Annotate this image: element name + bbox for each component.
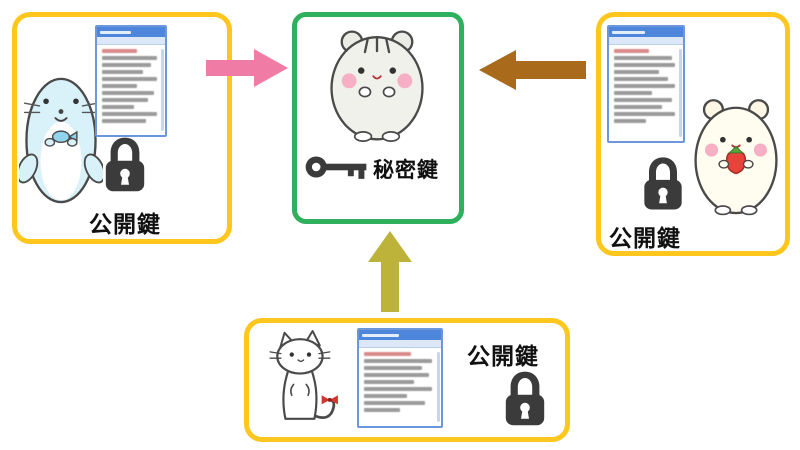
blurred-text-line xyxy=(102,56,158,60)
blurred-text-line xyxy=(102,98,149,102)
blurred-text-line xyxy=(102,84,137,88)
blurred-text-line xyxy=(614,112,675,116)
arrow-bottom-to-center xyxy=(364,228,416,314)
seal-character xyxy=(19,57,103,209)
browser-toolbar xyxy=(359,340,441,348)
browser-content xyxy=(609,45,683,141)
padlock-icon xyxy=(501,369,549,427)
blurred-text-line xyxy=(102,70,143,74)
hamster-character xyxy=(325,27,429,143)
key-icon xyxy=(303,151,369,183)
browser-content xyxy=(97,45,165,135)
public-key-box-left: 公開鍵 xyxy=(12,12,232,244)
browser-title-bar xyxy=(609,27,683,37)
arrow-right-to-center xyxy=(476,46,588,94)
blurred-text-line xyxy=(102,119,146,123)
blurred-text-line xyxy=(364,380,415,384)
blurred-text-line xyxy=(614,119,646,123)
browser-toolbar xyxy=(97,37,165,45)
hamster-with-strawberry-character xyxy=(689,83,783,219)
public-key-label: 公開鍵 xyxy=(609,225,681,251)
public-key-box-right: 公開鍵 xyxy=(596,12,790,256)
cat-character xyxy=(261,327,347,431)
browser-title-bar xyxy=(97,27,165,37)
public-key-label: 公開鍵 xyxy=(89,211,161,237)
browser-window xyxy=(607,25,685,143)
blurred-text-line xyxy=(614,77,669,81)
browser-scrollbar xyxy=(679,49,682,137)
public-key-box-bottom: 公開鍵 xyxy=(244,318,570,442)
browser-window xyxy=(357,328,443,428)
blurred-text-line xyxy=(364,401,426,405)
browser-title-text xyxy=(612,30,646,34)
arrow-left-to-center xyxy=(204,46,290,90)
blurred-text-line xyxy=(614,49,650,53)
browser-title-text xyxy=(362,333,399,337)
secret-key-label: 秘密鍵 xyxy=(373,159,439,182)
blurred-text-line xyxy=(614,91,653,95)
padlock-icon xyxy=(639,155,687,211)
browser-content xyxy=(359,348,441,426)
secret-key-box-center: 秘密鍵 xyxy=(292,12,464,224)
blurred-text-line xyxy=(614,84,675,88)
blurred-text-line xyxy=(614,105,662,109)
browser-toolbar xyxy=(609,37,683,45)
blurred-text-line xyxy=(614,63,675,67)
blurred-text-line xyxy=(364,373,429,377)
blurred-text-line xyxy=(614,56,672,60)
blurred-text-line xyxy=(102,49,137,53)
blurred-text-line xyxy=(614,70,659,74)
blurred-text-line xyxy=(364,394,408,398)
public-key-label: 公開鍵 xyxy=(467,343,539,369)
blurred-text-line xyxy=(364,408,400,412)
blurred-text-line xyxy=(102,91,155,95)
blurred-text-line xyxy=(102,112,158,116)
blurred-text-line xyxy=(102,105,134,109)
browser-title-bar xyxy=(359,330,441,340)
browser-window xyxy=(95,25,167,137)
blurred-text-line xyxy=(364,359,433,363)
blurred-text-line xyxy=(364,366,422,370)
padlock-icon xyxy=(101,135,149,193)
blurred-text-line xyxy=(102,63,152,67)
blurred-text-line xyxy=(364,387,433,391)
blurred-text-line xyxy=(364,352,411,356)
blurred-text-line xyxy=(614,98,672,102)
blurred-text-line xyxy=(102,77,158,81)
browser-scrollbar xyxy=(437,352,440,422)
browser-scrollbar xyxy=(161,49,164,131)
browser-title-text xyxy=(100,30,131,34)
